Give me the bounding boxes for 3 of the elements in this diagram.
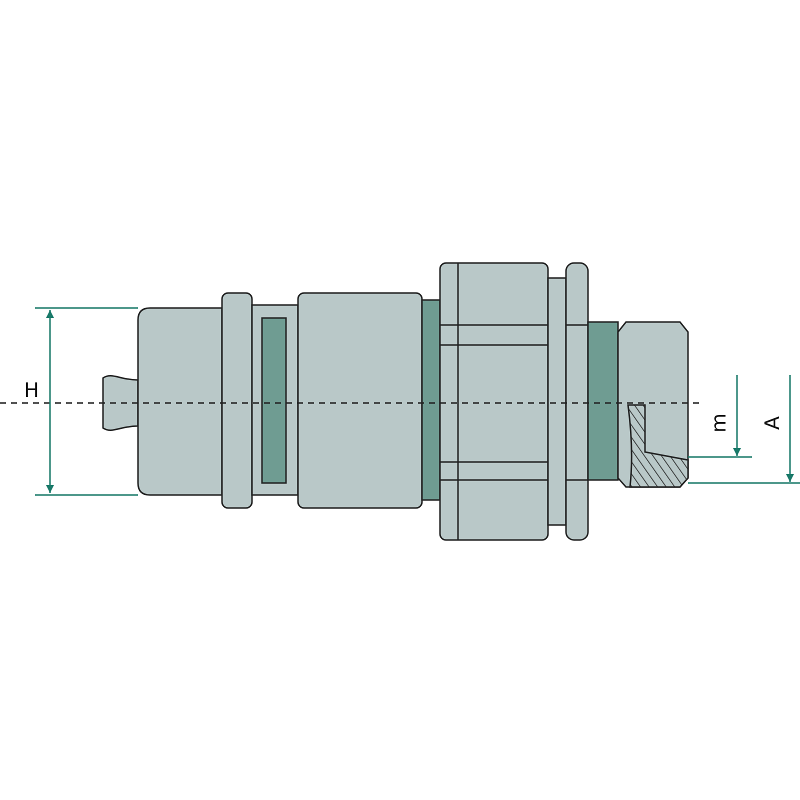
dimension-label: H [24,380,40,400]
dimension-label: A [762,416,782,430]
dimension-label: m [708,413,729,433]
